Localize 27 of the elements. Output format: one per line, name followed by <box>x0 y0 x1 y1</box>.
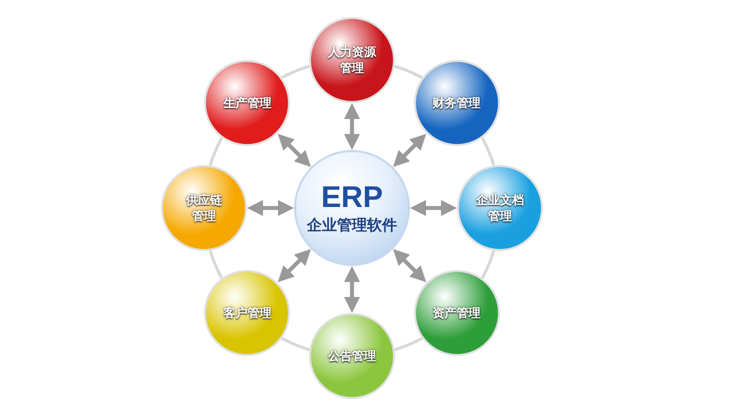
ring-line <box>208 250 224 279</box>
ring-line <box>480 137 496 166</box>
module-label: 供应链管理 <box>184 192 223 224</box>
ring-line <box>208 137 224 166</box>
module-label: 企业文档管理 <box>474 192 525 224</box>
ring-line <box>281 64 310 80</box>
double-arrow <box>344 103 360 150</box>
double-arrow <box>278 134 311 167</box>
double-arrow <box>278 249 311 282</box>
module-label: 财务管理 <box>432 95 482 112</box>
module-label: 人力资源管理 <box>327 44 377 76</box>
module-label: 生产管理 <box>222 95 272 112</box>
double-arrow <box>247 200 294 216</box>
ring-line <box>394 64 423 80</box>
ring-line <box>394 336 423 352</box>
center-circle <box>294 150 410 266</box>
ring-line <box>281 336 310 352</box>
center-subtitle: 企业管理软件 <box>307 215 397 235</box>
module-label: 资产管理 <box>432 304 482 321</box>
double-arrow <box>393 134 426 167</box>
module-label: 公告管理 <box>326 348 377 364</box>
double-arrow <box>344 266 360 313</box>
ring-line <box>480 250 496 279</box>
center-title: ERP <box>321 181 383 215</box>
double-arrow <box>410 200 457 216</box>
double-arrow <box>393 249 426 282</box>
module-label: 客户管理 <box>222 304 272 321</box>
